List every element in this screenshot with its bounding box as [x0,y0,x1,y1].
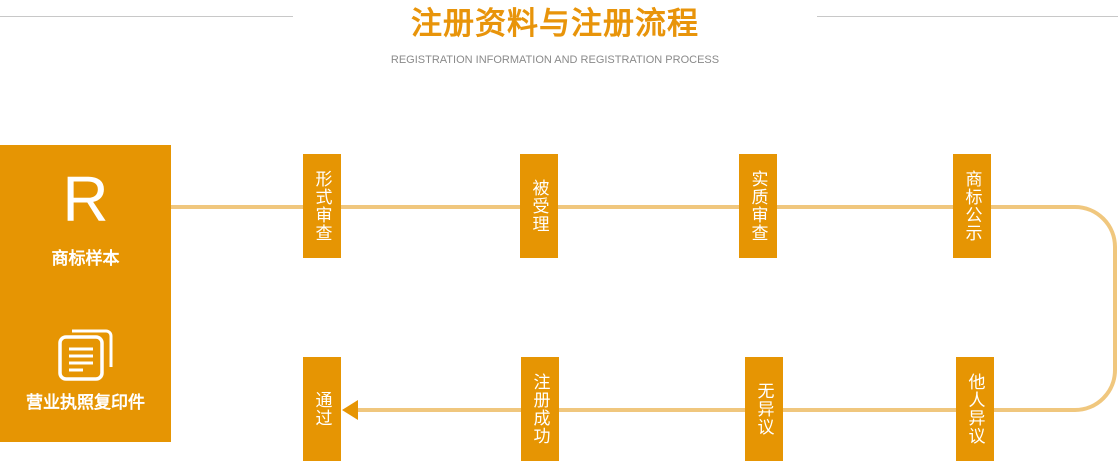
trademark-r-icon: R [62,163,109,235]
step-accepted: 被受理 [520,154,558,258]
step-approved: 通过 [303,357,341,461]
step-substantive-review: 实质审查 [739,154,777,258]
header-rule-left [0,16,293,17]
step-third-party-objection: 他人异议 [956,357,994,461]
step-publication: 商标公示 [953,154,991,258]
track-line [171,205,1117,412]
step-formal-review: 形式审查 [303,154,341,258]
document-copy-icon [58,329,113,381]
arrow-head-icon [342,400,358,420]
page-subtitle: REGISTRATION INFORMATION AND REGISTRATIO… [390,54,720,66]
business-license-label: 营业执照复印件 [26,393,145,413]
step-registered: 注册成功 [521,357,559,461]
page-title: 注册资料与注册流程 [411,6,699,42]
materials-panel: R 商标样本 营业执照复印件 [0,145,171,442]
trademark-sample-label: 商标样本 [51,249,120,269]
header-rule-right [817,16,1118,17]
step-no-objection: 无异议 [745,357,783,461]
